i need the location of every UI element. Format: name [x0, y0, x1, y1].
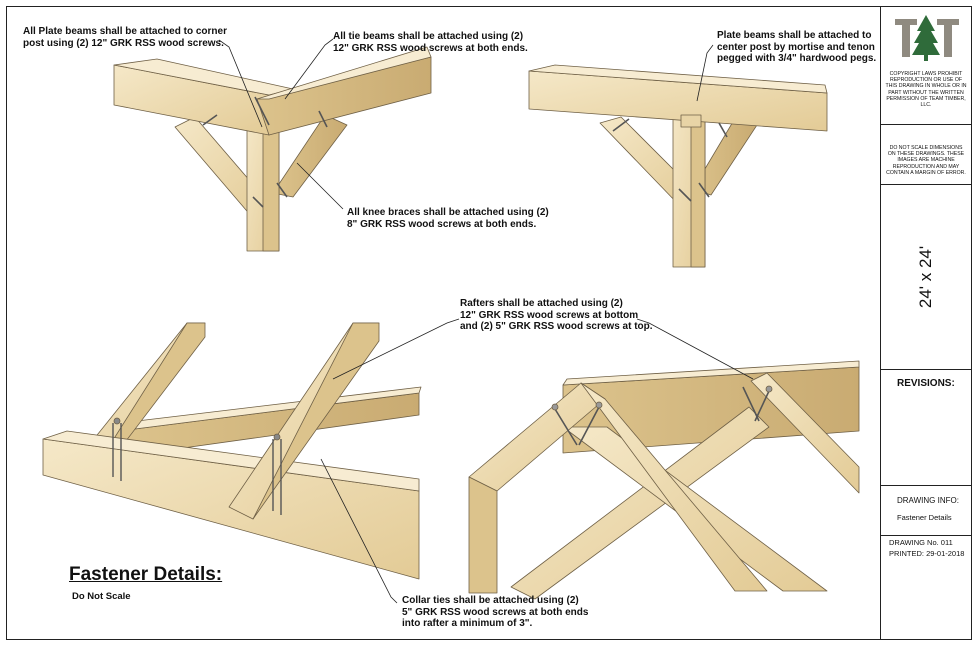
team-timber-logo — [895, 15, 959, 61]
lower-rafter-pair-left — [510, 406, 770, 600]
drawing-number-cell: DRAWING No. 011 PRINTED: 29-01-2018 — [881, 536, 971, 566]
rafter-peak-detail — [468, 360, 860, 600]
drawing-number: DRAWING No. 011 — [889, 538, 953, 547]
callout-knee-braces: All knee braces shall be attached using … — [347, 207, 549, 230]
plate-beam-top — [42, 430, 420, 492]
corner-post-side — [262, 116, 280, 252]
callout-collar-ties: Collar ties shall be attached using (2) … — [402, 595, 589, 629]
logo-cell: Copyright laws prohibit reproduction or … — [881, 7, 971, 125]
drawing-info-value: Fastener Details — [897, 513, 952, 522]
ridge-beam-top — [562, 360, 860, 386]
center-post-detail — [528, 64, 828, 268]
knee-brace-right — [272, 114, 348, 198]
callout-plate-beams-center: Plate beams shall be attached to center … — [717, 30, 877, 64]
leader-lines — [218, 38, 754, 604]
timber-illustrations — [42, 38, 860, 604]
drawing-info-cell: DRAWING INFO: Fastener Details — [881, 486, 971, 536]
rafter-left-front — [468, 476, 498, 594]
page-title: Fastener Details: — [69, 564, 223, 585]
scale-note: Do Not Scale — [72, 591, 131, 602]
rafter-center-left — [580, 382, 768, 592]
scale-notice-cell: Do not scale dimensions on these drawing… — [881, 125, 971, 185]
callout-plate-beams-corner: All Plate beams shall be attached to cor… — [23, 26, 227, 49]
copyright-notice: Copyright laws prohibit reproduction or … — [885, 71, 967, 109]
tie-beam-right-top — [256, 46, 432, 100]
rafter-base-detail — [42, 322, 422, 580]
callout-tie-beams: All tie beams shall be attached using (2… — [333, 31, 528, 54]
size-cell: 24' x 24' — [881, 185, 971, 370]
scale-notice: Do not scale dimensions on these drawing… — [886, 145, 966, 176]
printed-date: PRINTED: 29-01-2018 — [889, 549, 965, 558]
plate-beam-top — [528, 64, 828, 94]
revisions-cell: REVISIONS: — [881, 370, 971, 486]
rafter-far-right — [750, 372, 860, 494]
tenon — [680, 114, 702, 128]
corner-post-detail — [113, 46, 432, 252]
sheet-border — [6, 6, 972, 640]
callout-rafters: Rafters shall be attached using (2) 12" … — [460, 298, 653, 332]
building-size: 24' x 24' — [916, 245, 935, 309]
drawing-area: All Plate beams shall be attached to cor… — [7, 7, 880, 639]
revisions-label: REVISIONS: — [897, 378, 955, 389]
title-block: Copyright laws prohibit reproduction or … — [880, 7, 971, 639]
drawing-info-label: DRAWING INFO: — [897, 496, 959, 505]
